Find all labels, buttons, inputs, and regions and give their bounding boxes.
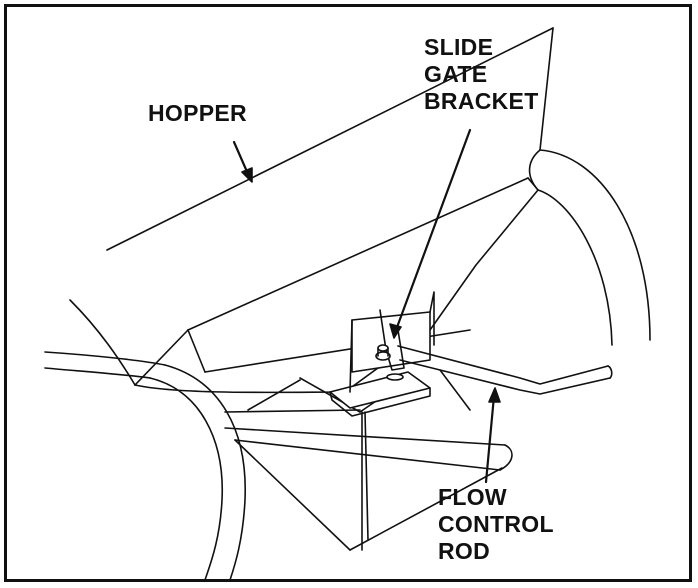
slide-gate-bracket-label: SLIDE GATE BRACKET [424,34,539,115]
right-fender [537,149,651,346]
slide-gate-bracket-line-2: GATE [424,61,488,87]
hopper-label: HOPPER [148,100,247,127]
hopper-label-text: HOPPER [148,100,247,126]
figure-frame [4,4,692,582]
slide-gate-bracket-line-3: BRACKET [424,88,539,114]
leader-arrows [232,128,501,484]
hopper-body [69,27,554,394]
flow-control-rod-line-1: FLOW [438,484,507,510]
slide-gate-bracket-line-1: SLIDE [424,34,494,60]
flow-control-rod-line-3: ROD [438,538,491,564]
left-wheel [44,351,246,581]
flow-control-rod-line-2: CONTROL [438,511,554,537]
flow-control-rod-part [397,345,613,395]
flow-control-rod-label: FLOW CONTROL ROD [438,484,554,565]
slide-gate-bracket-part [329,291,435,417]
